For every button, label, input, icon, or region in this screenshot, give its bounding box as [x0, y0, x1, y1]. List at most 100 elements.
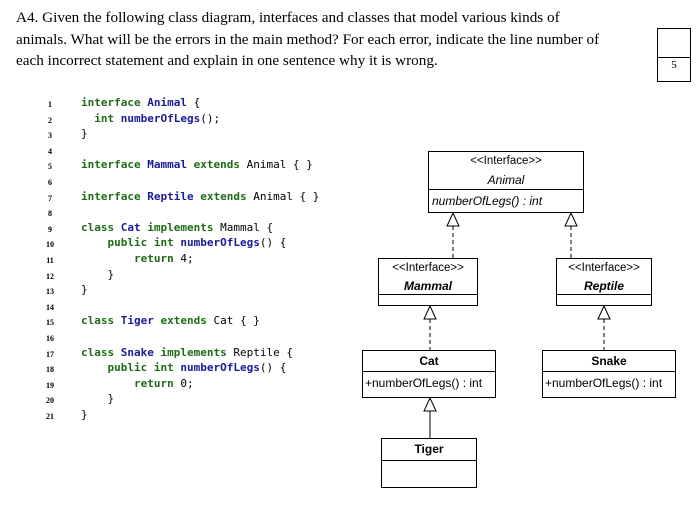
tiger-name: Tiger	[414, 442, 444, 456]
code-token: return	[133, 252, 181, 265]
code-token: }	[81, 408, 88, 421]
line-number: 19	[46, 380, 54, 390]
code-token: }	[81, 267, 115, 281]
line-number: 17	[46, 349, 54, 359]
code-text: }	[81, 126, 88, 142]
code-text: return 4;	[81, 251, 194, 267]
line-number: 12	[46, 271, 54, 281]
marks-box: 5	[657, 28, 691, 82]
code-token: }	[81, 127, 88, 141]
line-number: 7	[48, 193, 52, 203]
code-token: 4;	[180, 252, 194, 265]
cat-method: +numberOfLegs() : int	[365, 376, 483, 390]
mammal-stereotype: <<Interface>>	[392, 262, 464, 274]
code-text: interface Reptile extends Animal { }	[81, 189, 319, 205]
line-number: 16	[46, 334, 54, 343]
animal-stereotype: <<Interface>>	[470, 155, 542, 167]
code-token: class	[81, 220, 121, 234]
line-number: 18	[46, 365, 54, 375]
question-line-3: each incorrect statement and explain in …	[16, 52, 438, 69]
code-token: implements	[160, 345, 234, 359]
cat-class-box: Cat +numberOfLegs() : int	[362, 350, 496, 398]
code-token: class	[81, 345, 121, 359]
question-line-2: animals. What will be the errors in the …	[16, 30, 600, 48]
code-text: }	[81, 267, 114, 283]
code-token: }	[81, 392, 115, 406]
code-token: interface	[81, 96, 148, 109]
code-text: class Cat implements Mammal {	[81, 220, 273, 236]
code-text: public int numberOfLegs() {	[81, 235, 287, 251]
reptile-extends-animal-arrow	[564, 211, 578, 227]
reptile-stereotype: <<Interface>>	[568, 262, 640, 274]
code-text: return 0;	[81, 376, 194, 392]
line-number: 20	[46, 396, 54, 406]
line-number: 4	[48, 146, 52, 156]
code-token: numberOfLegs	[180, 361, 260, 375]
code-text: public int numberOfLegs() {	[81, 360, 287, 376]
snake-class-box: Snake +numberOfLegs() : int	[542, 350, 676, 398]
line-number: 14	[46, 302, 54, 312]
question-line-1: A4. Given the following class diagram, i…	[16, 9, 560, 26]
line-number: 10	[46, 240, 54, 250]
line-number: 8	[48, 209, 52, 219]
code-token: numberOfLegs	[180, 236, 260, 250]
code-text: }	[81, 282, 88, 298]
tiger-class-box: Tiger	[381, 438, 477, 488]
code-token: Reptile	[147, 189, 201, 203]
code-text: }	[81, 407, 88, 423]
code-token: {	[186, 96, 201, 109]
code-token: numberOfLegs	[120, 111, 201, 125]
code-text: class Tiger extends Cat { }	[81, 313, 260, 329]
code-token: Animal { }	[246, 158, 313, 172]
code-token: () {	[259, 361, 287, 375]
code-token: return	[133, 376, 181, 390]
line-number: 6	[48, 178, 52, 187]
code-token: interface	[81, 189, 148, 203]
code-token: extends	[193, 158, 247, 172]
line-number: 2	[48, 115, 52, 125]
mammal-extends-animal-arrow	[446, 211, 460, 227]
code-token: Mammal {	[220, 220, 274, 234]
animal-name: Animal	[487, 173, 525, 187]
code-text: class Snake implements Reptile {	[81, 345, 293, 361]
code-token: implements	[147, 220, 221, 234]
code-token: () {	[259, 236, 287, 250]
animal-divider	[429, 189, 583, 190]
code-token: int	[94, 111, 121, 125]
code-text: interface Mammal extends Animal { }	[81, 157, 313, 173]
animal-interface-box: <<Interface>> Animal numberOfLegs() : in…	[428, 151, 584, 213]
code-token: interface	[81, 158, 148, 172]
snake-implements-reptile-arrow	[597, 304, 611, 320]
cat-divider	[363, 371, 495, 372]
code-token: Cat { }	[213, 314, 260, 328]
animal-method: numberOfLegs() : int	[432, 194, 543, 208]
code-token: Reptile {	[233, 345, 293, 359]
code-text: int numberOfLegs();	[81, 111, 220, 127]
line-number: 1	[48, 100, 52, 109]
cat-implements-mammal-arrow	[423, 304, 437, 320]
line-number: 15	[46, 318, 54, 328]
marks-value: 5	[671, 59, 677, 71]
code-token: Tiger	[120, 314, 161, 328]
code-token: extends	[200, 189, 254, 203]
mammal-interface-box: <<Interface>> Mammal	[378, 258, 478, 306]
reptile-divider	[557, 294, 651, 295]
question-text: A4. Given the following class diagram, i…	[16, 7, 641, 72]
mammal-name: Mammal	[403, 279, 453, 293]
snake-divider	[543, 371, 675, 372]
marks-divider	[658, 57, 690, 58]
code-token: Animal	[147, 96, 187, 109]
code-text: interface Animal {	[81, 95, 200, 111]
line-number: 9	[48, 224, 52, 234]
reptile-interface-box: <<Interface>> Reptile	[556, 258, 652, 306]
code-token: Snake	[120, 345, 161, 359]
line-number: 5	[48, 162, 52, 172]
code-token: ();	[200, 111, 221, 125]
line-number: 3	[48, 131, 52, 141]
tiger-extends-cat-arrow	[423, 396, 437, 412]
reptile-name: Reptile	[583, 279, 624, 293]
code-token: Mammal	[147, 158, 194, 172]
cat-name: Cat	[419, 354, 439, 368]
code-token: class	[81, 314, 121, 328]
